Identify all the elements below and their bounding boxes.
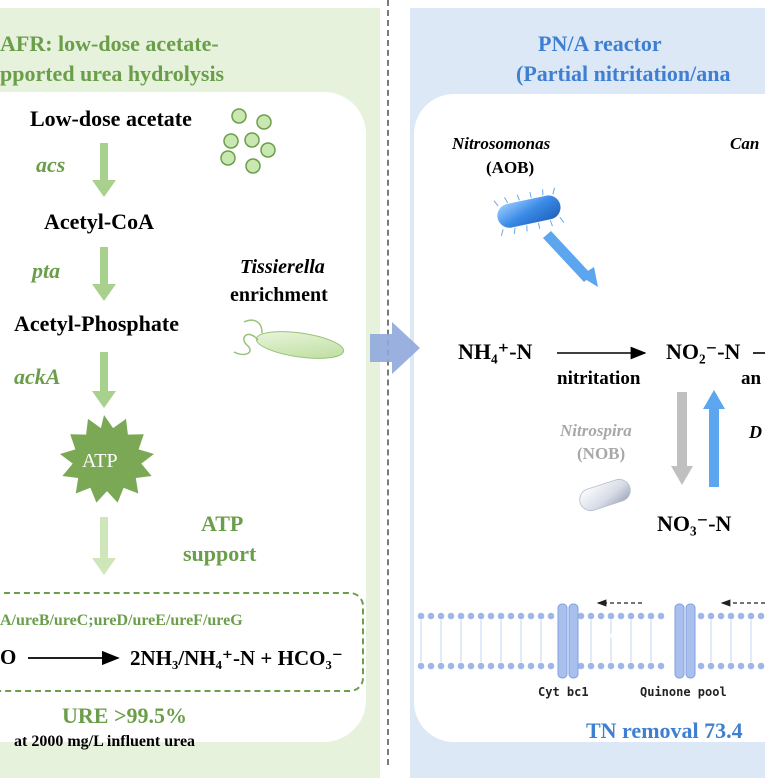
acetate-molecules-icon: [220, 108, 276, 174]
denitrification-label: D: [749, 422, 762, 442]
influent-urea-label: at 2000 mg/L influent urea: [14, 733, 196, 750]
atp-support-line1: ATP: [201, 511, 244, 536]
acetate-label: Low-dose acetate: [30, 106, 192, 131]
ure-efficiency-label: URE >99.5%: [62, 703, 187, 728]
tissierella-bacterium-icon: [233, 319, 345, 359]
atp-support-line2: support: [183, 541, 257, 566]
panel-divider: [387, 0, 389, 765]
gene-acs-label: acs: [36, 152, 66, 177]
enrichment-label: enrichment: [230, 284, 328, 306]
cyt-bc1-label: Cyt bc1: [538, 685, 589, 699]
acetyl-phosphate-label: Acetyl-Phosphate: [14, 311, 179, 336]
urease-genes-label: A/ureB/ureC;ureD/ureE/ureF/ureG: [0, 612, 243, 629]
nitrate-label: NO₃⁻-N: [657, 511, 732, 536]
ammonium-label: NH₄⁺-N: [458, 339, 533, 364]
electron-label-1: e⁻: [610, 628, 624, 643]
panel-transition-arrow: [370, 322, 420, 374]
cell-membrane: [417, 603, 765, 679]
electron-label-2: e⁻: [734, 629, 750, 646]
pathway-arrow-4: [92, 517, 116, 575]
nob-bacterium-icon: [579, 478, 631, 512]
acetyl-coa-label: Acetyl-CoA: [44, 209, 154, 234]
nob-label: (NOB): [577, 444, 626, 463]
atp-star-label: ATP: [82, 450, 118, 472]
pna-panel-inner: [414, 94, 765, 742]
gene-acka-label: ackA: [14, 364, 61, 389]
tn-removal-label: TN removal 73.4: [586, 718, 743, 743]
anammox-label: an: [741, 368, 762, 389]
afr-title-line1: AFR: low-dose acetate-: [0, 31, 219, 56]
nitrite-label: NO₂⁻-N: [666, 339, 741, 364]
nitrospira-label: Nitrospira: [560, 421, 632, 440]
aob-bacterium-icon: [493, 187, 565, 236]
pna-title-line2: (Partial nitritation/ana: [516, 61, 731, 86]
urea-reactant-label: O: [0, 645, 17, 669]
pathway-arrow-1: [92, 143, 116, 197]
aob-label: (AOB): [486, 158, 535, 177]
pathway-arrow-3: [92, 352, 116, 408]
pna-title-line1: PN/A reactor: [538, 31, 662, 56]
pathway-arrow-2: [92, 247, 116, 301]
quinone-pool-label: Quinone pool: [640, 685, 727, 699]
afr-panel-inner: [0, 92, 366, 742]
anammox-bacteria-label: Can: [730, 134, 760, 153]
nitrosomonas-label: Nitrosomonas: [452, 134, 551, 153]
afr-title-line2: pported urea hydrolysis: [0, 61, 225, 86]
tissierella-label: Tissierella: [240, 256, 325, 278]
urease-reaction-box: [0, 592, 364, 692]
nitritation-label: nitritation: [557, 368, 641, 389]
urea-products-label: 2NH₃/NH₄⁺-N + HCO₃⁻: [130, 646, 343, 670]
denitrification-arrow: [703, 390, 725, 487]
aob-to-nitrite-arrow: [543, 231, 598, 287]
atp-star-icon: [60, 415, 154, 503]
gene-pta-label: pta: [32, 258, 61, 283]
nitratation-arrow: [671, 392, 693, 485]
